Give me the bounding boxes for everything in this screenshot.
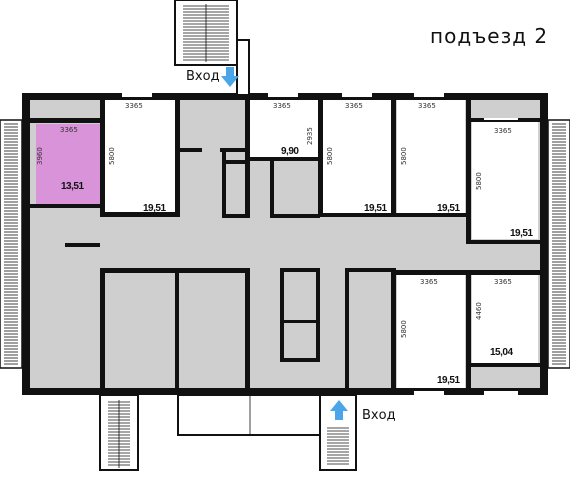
room-r6-depth: 5800 bbox=[475, 172, 483, 190]
bottom-left-staircase bbox=[99, 394, 139, 471]
room-r8 bbox=[472, 275, 538, 365]
room-r1 bbox=[36, 124, 100, 204]
room-r2-area: 19,51 bbox=[143, 203, 166, 214]
room-r7-width: 3365 bbox=[420, 278, 438, 286]
room-r2 bbox=[105, 100, 175, 217]
room-r8-area: 15,04 bbox=[490, 347, 513, 358]
room-r2-depth: 5800 bbox=[108, 147, 116, 165]
room-r4 bbox=[323, 100, 391, 217]
room-r1-width: 3365 bbox=[60, 126, 78, 134]
room-r7-depth: 5800 bbox=[400, 320, 408, 338]
room-r6-area: 19,51 bbox=[510, 228, 533, 239]
room-r8-width: 3365 bbox=[494, 278, 512, 286]
entrance-top-arrow-icon bbox=[221, 67, 239, 87]
partitions bbox=[30, 93, 541, 388]
bottom-balcony bbox=[177, 394, 321, 436]
room-r1-area: 13,51 bbox=[61, 181, 84, 192]
room-r3 bbox=[250, 100, 318, 160]
entrance-bottom-arrow-icon bbox=[330, 400, 348, 420]
floor-title: подъезд 2 bbox=[430, 24, 548, 48]
left-facade bbox=[0, 119, 23, 369]
window-openings bbox=[122, 93, 518, 395]
room-r7-area: 19,51 bbox=[437, 375, 460, 386]
room-r1-depth: 3960 bbox=[36, 147, 44, 165]
room-r6 bbox=[472, 122, 538, 239]
room-r4-area: 19,51 bbox=[364, 203, 387, 214]
room-r6-width: 3365 bbox=[494, 127, 512, 135]
room-r4-depth: 5800 bbox=[326, 147, 334, 165]
right-facade bbox=[547, 119, 570, 369]
top-staircase bbox=[174, 0, 250, 96]
room-r4-width: 3365 bbox=[345, 102, 363, 110]
room-r8-depth: 4460 bbox=[475, 302, 483, 320]
room-r3-depth: 2935 bbox=[306, 127, 314, 145]
room-r5 bbox=[397, 100, 465, 217]
entrance-bottom-label: Вход bbox=[362, 408, 396, 423]
room-r5-depth: 5800 bbox=[400, 147, 408, 165]
room-r3-area: 9,90 bbox=[281, 146, 299, 157]
room-r5-area: 19,51 bbox=[437, 203, 460, 214]
room-r7 bbox=[397, 275, 465, 388]
entrance-top-label: Вход bbox=[186, 69, 220, 84]
room-r3-width: 3365 bbox=[273, 102, 291, 110]
room-r5-width: 3365 bbox=[418, 102, 436, 110]
room-r2-width: 3365 bbox=[125, 102, 143, 110]
